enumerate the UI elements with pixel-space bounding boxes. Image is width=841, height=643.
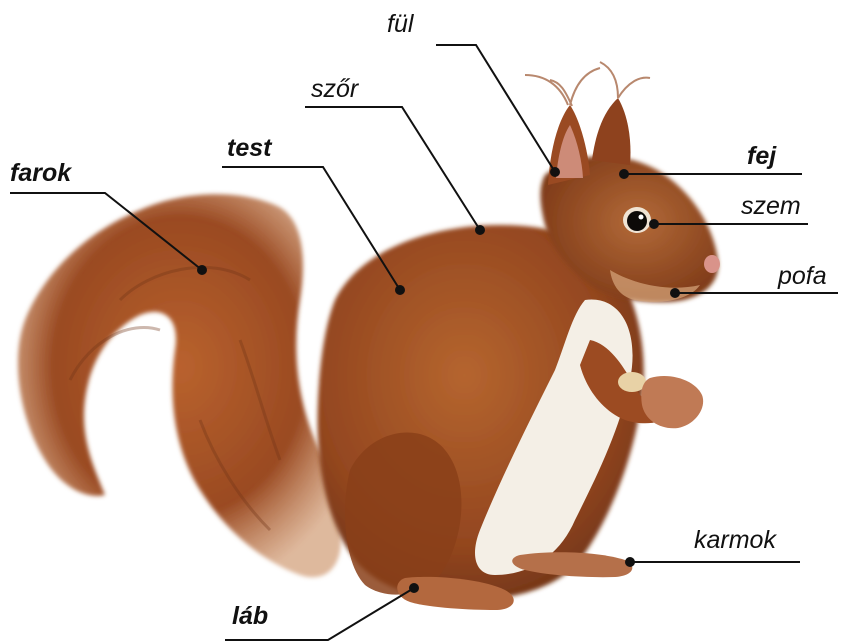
leader-dot-ful bbox=[551, 168, 559, 176]
leader-line-szor bbox=[305, 107, 480, 230]
leader-dot-karmok bbox=[626, 558, 634, 566]
leader-dot-pofa bbox=[671, 289, 679, 297]
label-pofa: pofa bbox=[778, 264, 827, 289]
label-lab: láb bbox=[232, 604, 268, 629]
label-szem: szem bbox=[741, 194, 801, 219]
label-karmok: karmok bbox=[694, 528, 776, 553]
label-ful: fül bbox=[387, 12, 413, 37]
leader-dot-lab bbox=[410, 584, 418, 592]
leader-line-ful bbox=[436, 45, 555, 172]
label-farok: farok bbox=[10, 161, 71, 186]
leader-dot-szem bbox=[650, 220, 658, 228]
leader-dot-test bbox=[396, 286, 404, 294]
label-szor: szőr bbox=[311, 77, 358, 102]
leader-dot-szor bbox=[476, 226, 484, 234]
leader-dot-farok bbox=[198, 266, 206, 274]
label-fej: fej bbox=[747, 144, 776, 169]
label-test: test bbox=[227, 136, 271, 161]
leader-dot-fej bbox=[620, 170, 628, 178]
